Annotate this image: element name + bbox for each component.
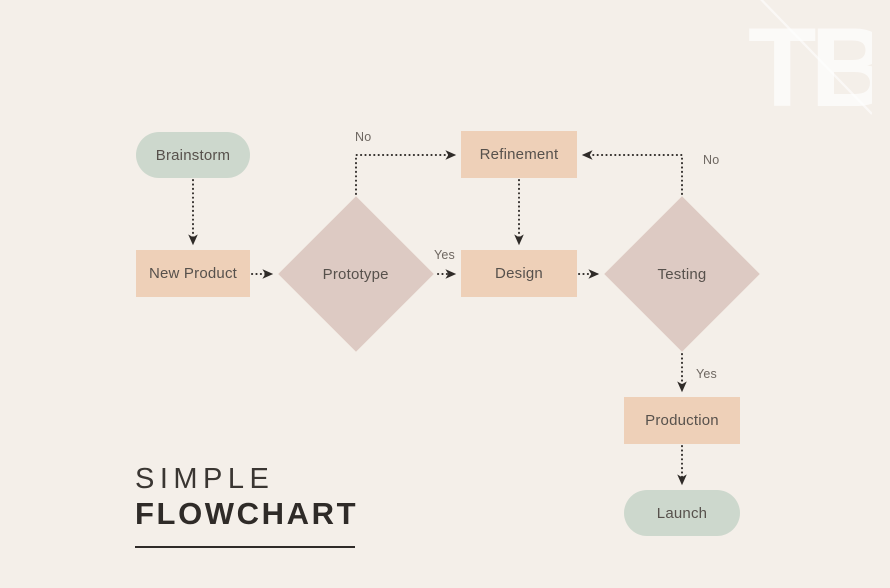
node-brainstorm-label: Brainstorm xyxy=(155,146,231,164)
node-refinement-label: Refinement xyxy=(479,146,559,163)
edge-prototype-to-refinement-no xyxy=(355,150,457,195)
edge-label-no-prototype: No xyxy=(355,130,372,144)
node-new-product[interactable]: New Product xyxy=(136,250,250,297)
title-line-flowchart: FLOWCHART xyxy=(135,496,359,532)
node-brainstorm[interactable]: Brainstorm xyxy=(136,132,250,178)
node-production[interactable]: Production xyxy=(624,397,740,444)
node-refinement[interactable]: Refinement xyxy=(461,131,577,178)
node-launch[interactable]: Launch xyxy=(624,490,740,536)
title-block: SIMPLE FLOWCHART xyxy=(135,462,435,548)
node-new-product-label: New Product xyxy=(148,265,238,282)
edge-testing-to-refinement-no xyxy=(581,150,683,195)
node-design-label: Design xyxy=(495,265,543,282)
edge-label-yes-production: Yes xyxy=(696,367,717,381)
title-underline xyxy=(135,546,355,548)
node-testing-label: Testing xyxy=(657,265,707,283)
edge-label-yes-design: Yes xyxy=(434,248,455,262)
node-prototype-label: Prototype xyxy=(322,265,390,283)
node-production-label: Production xyxy=(645,412,719,429)
node-launch-label: Launch xyxy=(656,504,708,522)
title-line-simple: SIMPLE xyxy=(135,463,275,496)
edge-label-no-testing: No xyxy=(703,153,720,167)
node-design[interactable]: Design xyxy=(461,250,577,297)
